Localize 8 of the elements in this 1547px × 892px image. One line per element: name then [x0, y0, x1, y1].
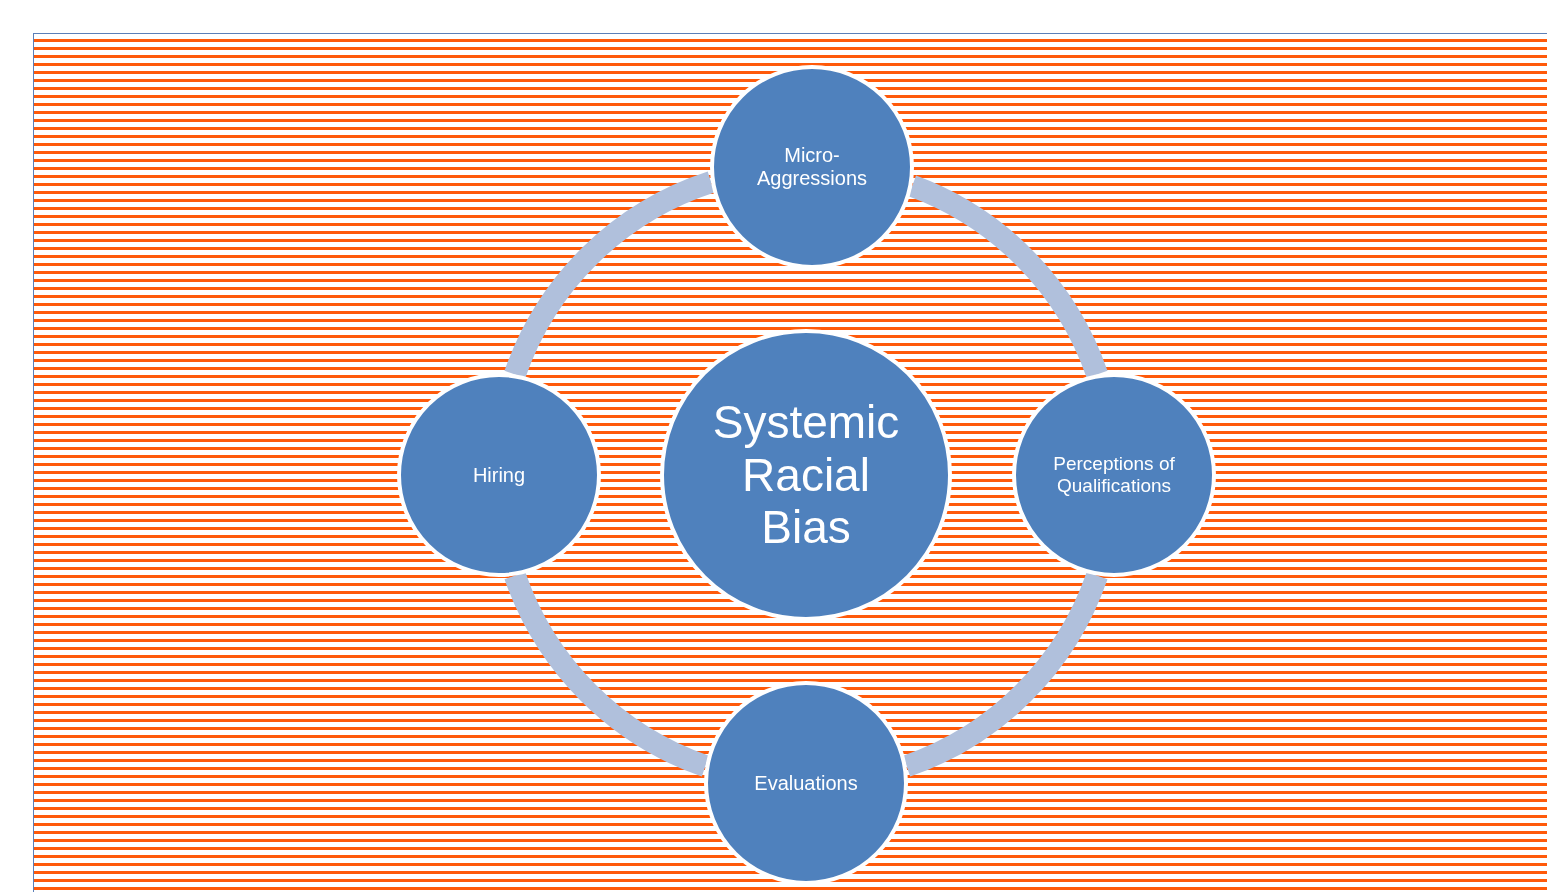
ring-connector: [504, 571, 710, 777]
ring-connector: [907, 175, 1108, 379]
node-label: Systemic Racial Bias: [711, 395, 901, 555]
node-label: Evaluations: [754, 771, 858, 795]
node-label: Micro- Aggressions: [755, 144, 869, 190]
ring-connector: [902, 571, 1108, 777]
node-label: Hiring: [472, 463, 526, 487]
node-label: Perceptions of Qualifications: [1052, 453, 1176, 497]
